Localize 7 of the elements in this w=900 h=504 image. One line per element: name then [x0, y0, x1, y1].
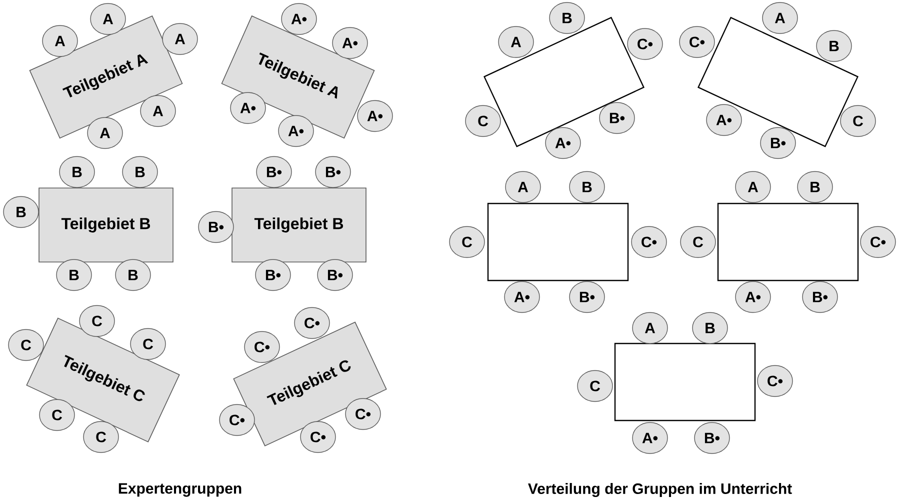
table-box: Teilgebiet B — [232, 188, 366, 262]
group-caption: Expertengruppen — [118, 483, 242, 497]
table-box — [717, 202, 859, 282]
table-box: Teilgebiet B — [38, 188, 174, 262]
table-box — [487, 202, 629, 282]
group-caption: Verteilung der Gruppen im Unterricht — [528, 482, 792, 498]
table-box — [614, 342, 756, 422]
